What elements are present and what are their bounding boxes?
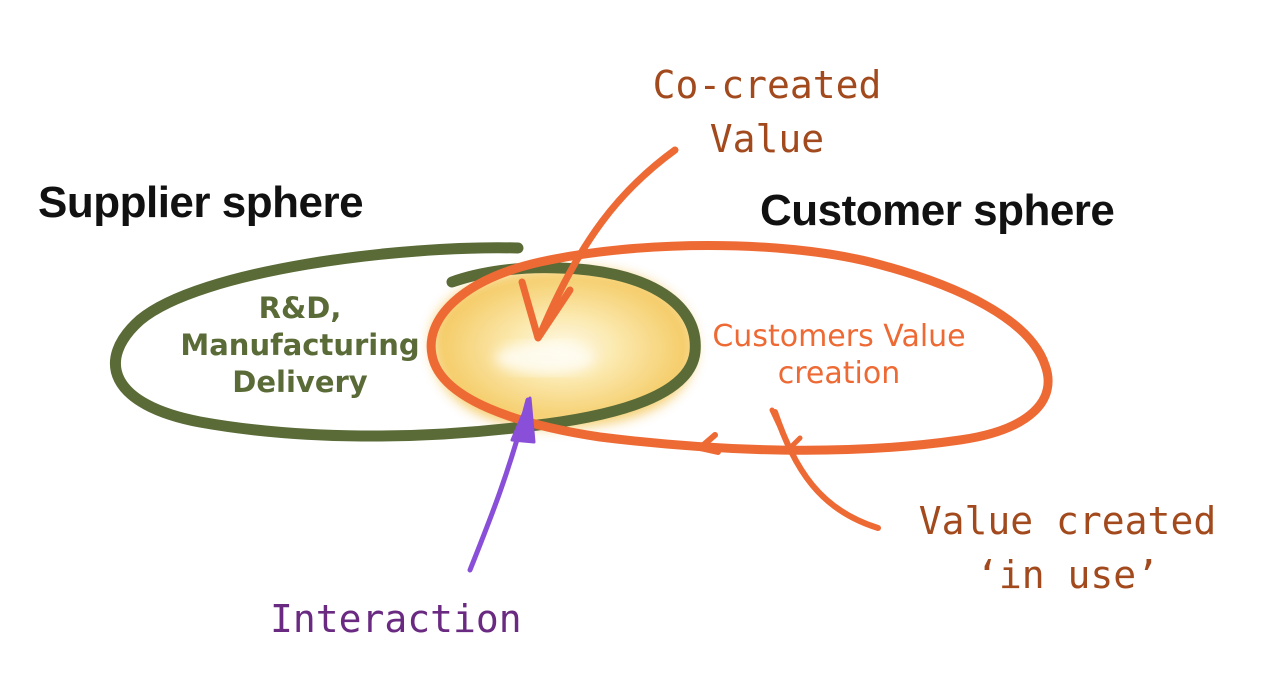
supplier-activity-1: R&D, — [258, 291, 342, 325]
value-in-use-arrow — [772, 409, 881, 531]
supplier-sphere-loop — [110, 242, 701, 442]
customer-activity-2: creation — [777, 356, 901, 391]
supplier-activity-2: Manufacturing — [180, 328, 420, 362]
supplier-activities-label: R&D, Manufacturing Delivery — [170, 290, 430, 401]
interaction-label: Interaction — [270, 597, 522, 641]
co-created-arrow — [536, 146, 679, 339]
customer-activities-label: Customers Value creation — [686, 318, 992, 392]
supplier-sphere-title: Supplier sphere — [38, 178, 364, 227]
value-in-use-line-2: ‘in use’ — [975, 553, 1160, 597]
co-created-value-label: Co-created Value — [632, 58, 902, 166]
value-created-in-use-label: Value created ‘in use’ — [895, 494, 1240, 602]
value-in-use-line-1: Value created — [918, 499, 1217, 543]
interaction-arrowhead — [510, 396, 536, 444]
overlap-highlight — [495, 342, 595, 374]
customer-sphere-title: Customer sphere — [760, 186, 1115, 235]
customer-activity-1: Customers Value — [712, 319, 966, 354]
customer-loop-direction-tick — [693, 432, 721, 455]
customer-sphere-loop — [426, 241, 1053, 455]
supplier-activity-3: Delivery — [232, 365, 368, 399]
co-created-line-2: Value — [709, 117, 825, 161]
co-created-line-1: Co-created — [652, 63, 882, 107]
value-in-use-arrowhead — [769, 407, 803, 451]
co-created-arrowhead — [518, 278, 574, 342]
